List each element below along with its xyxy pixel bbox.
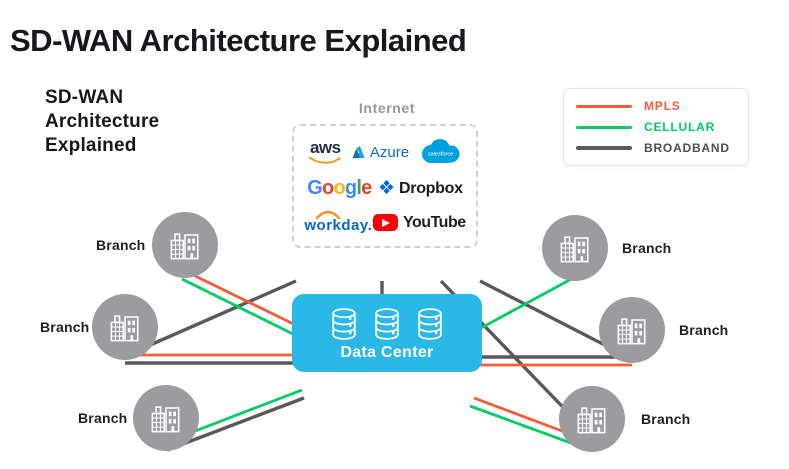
broadband-line-swatch — [576, 146, 632, 150]
dropbox-wordmark: Dropbox — [399, 179, 463, 197]
link-datacenter-topright-cellular — [469, 275, 576, 336]
page-title: SD-WAN Architecture Explained — [10, 22, 467, 58]
internet-cloud-box: aws Azure — [292, 124, 478, 248]
branch-label-bottom-left: Branch — [78, 410, 128, 426]
building-icon — [151, 406, 180, 433]
google-letter: o — [333, 177, 345, 199]
building-icon — [560, 236, 589, 263]
legend-item-mpls: MPLS — [576, 99, 736, 113]
internet-label: Internet — [358, 100, 416, 116]
google-logo: Google — [307, 177, 372, 200]
logo-row-1: aws Azure — [304, 137, 466, 167]
azure-wordmark: Azure — [369, 143, 410, 161]
link-topleft-datacenter-cellular — [181, 277, 306, 342]
legend-box: MPLS CELLULAR BROADBAND — [563, 88, 749, 166]
branch-label-top-right: Branch — [622, 240, 672, 256]
branch-node-top-right — [542, 215, 608, 281]
youtube-logo: YouTube — [373, 214, 466, 232]
database-icon — [418, 308, 442, 340]
building-icon — [170, 233, 199, 260]
cellular-line-swatch — [576, 125, 632, 129]
mpls-label: MPLS — [644, 99, 681, 113]
branch-node-bottom-right — [559, 386, 625, 452]
youtube-wordmark: YouTube — [403, 213, 466, 231]
salesforce-logo: salesforce — [418, 137, 462, 167]
workday-arc-icon — [316, 210, 341, 219]
branch-node-mid-left — [92, 294, 158, 360]
azure-logo: Azure — [351, 144, 409, 161]
link-bottomleft-datacenter-broadband — [166, 396, 305, 452]
youtube-play-icon — [373, 214, 399, 231]
broadband-label: BROADBAND — [644, 141, 730, 155]
cellular-label: CELLULAR — [644, 120, 716, 134]
database-icon — [332, 308, 356, 340]
building-icon — [617, 318, 646, 345]
aws-logo: aws — [308, 139, 342, 165]
building-icon — [110, 315, 139, 342]
mpls-line-swatch — [576, 104, 632, 108]
salesforce-wordmark: salesforce — [427, 152, 453, 158]
dropbox-icon: ❖ — [377, 178, 396, 199]
diagram-heading: SD-WAN Architecture Explained — [45, 87, 160, 156]
google-letter: G — [307, 177, 323, 199]
branch-label-mid-left: Branch — [40, 319, 90, 335]
branch-label-bottom-right: Branch — [641, 411, 691, 427]
branch-node-top-left — [152, 212, 218, 278]
data-center-label: Data Center — [340, 344, 434, 361]
building-icon — [577, 407, 606, 434]
legend-item-cellular: CELLULAR — [576, 120, 736, 134]
aws-smile-icon — [309, 156, 341, 164]
dropbox-logo: ❖ Dropbox — [378, 179, 463, 198]
google-letter: e — [361, 177, 372, 199]
branch-node-bottom-left — [133, 385, 199, 451]
aws-wordmark: aws — [309, 138, 341, 157]
workday-wordmark: workday. — [304, 217, 373, 234]
legend-item-broadband: BROADBAND — [576, 141, 736, 155]
azure-triangle-icon — [352, 145, 365, 158]
database-icon — [375, 308, 399, 340]
workday-logo: workday. — [304, 210, 372, 235]
data-center-node: Data Center — [292, 294, 482, 372]
diagram-canvas: SD-WAN Architecture Explained Internet a… — [0, 58, 789, 469]
branch-node-mid-right — [599, 297, 665, 363]
database-icons — [328, 306, 446, 342]
google-letter: o — [322, 177, 334, 199]
branch-label-mid-right: Branch — [679, 322, 729, 338]
logo-row-2: Google ❖ Dropbox — [304, 177, 466, 200]
branch-label-top-left: Branch — [96, 237, 146, 253]
link-topleft-datacenter-mpls — [184, 269, 311, 334]
google-letter: l — [356, 177, 362, 199]
google-letter: g — [344, 177, 357, 199]
logo-row-3: workday. YouTube — [304, 210, 466, 235]
salesforce-cloud-icon: salesforce — [421, 139, 460, 163]
